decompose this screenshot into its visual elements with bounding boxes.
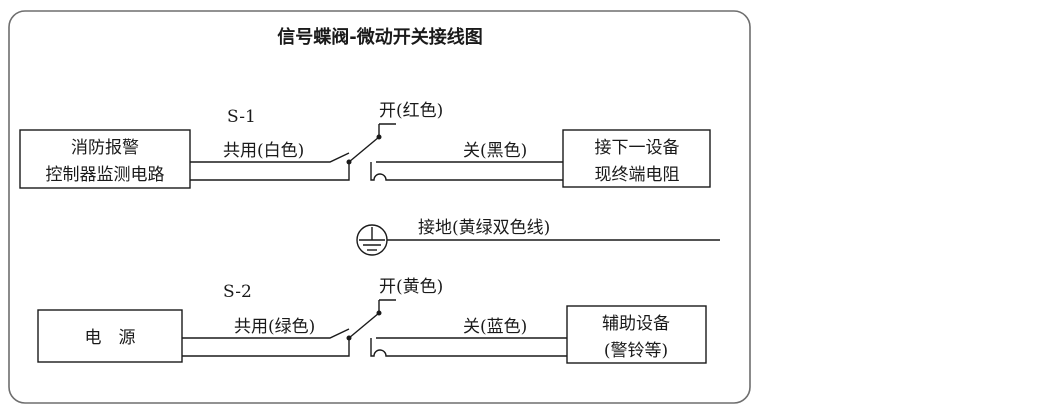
switch-s1-circuit: S-1 消防报警 控制器监测电路 接下一设备 现终端电阻 共用(白色) 开(红色… (19, 101, 711, 189)
ground-wire-label: 接地(黄绿双色线) (418, 218, 550, 238)
s1-left-box-line2: 控制器监测电路 (46, 165, 165, 185)
s1-switch-blade (348, 136, 380, 163)
s1-closed-wire-bottom (370, 162, 563, 181)
s2-closed-wire-bottom (370, 338, 567, 357)
s2-pivot-dot (346, 335, 352, 341)
s1-right-box-line2: 现终端电阻 (595, 165, 680, 185)
s2-open-wire-label: 开(黄色) (379, 277, 443, 297)
ground-connection: 接地(黄绿双色线) (356, 218, 720, 256)
s2-left-box-line1: 电 源 (85, 328, 136, 348)
s1-pivot-dot (346, 159, 352, 165)
switch-s2-circuit: S-2 电 源 辅助设备 (警铃等) 共用(绿色) 开(黄色) 关(蓝色) (37, 277, 707, 364)
s1-open-wire-label: 开(红色) (379, 101, 443, 121)
diagram-title: 信号蝶阀-微动开关接线图 (277, 26, 482, 48)
switch-s1-label: S-1 (227, 107, 256, 127)
s2-power-supply-box (37, 309, 183, 363)
s2-common-wire-label: 共用(绿色) (234, 317, 315, 337)
switch-s2-label: S-2 (223, 282, 252, 302)
s2-right-box-line1: 辅助设备 (602, 314, 670, 334)
diagram-frame (8, 10, 751, 404)
s2-right-box-line2: (警铃等) (604, 341, 668, 361)
s2-auxiliary-device-box (566, 305, 707, 364)
s2-closed-wire-label: 关(蓝色) (463, 317, 527, 337)
s1-common-wire-top (190, 152, 350, 163)
s2-switch-blade (348, 312, 380, 339)
s1-fire-alarm-controller-box (19, 129, 191, 189)
s1-next-device-box (562, 129, 711, 188)
s1-closed-wire-label: 关(黑色) (463, 141, 527, 161)
s2-common-wire-bottom (182, 338, 350, 357)
s1-left-box-line1: 消防报警 (71, 138, 139, 158)
s1-open-dot (376, 134, 382, 140)
s2-open-dot (376, 310, 382, 316)
s1-common-wire-label: 共用(白色) (223, 141, 304, 161)
s1-right-box-line1: 接下一设备 (595, 138, 680, 158)
s1-common-wire-bottom (190, 162, 350, 181)
s2-common-wire-top (182, 328, 350, 339)
